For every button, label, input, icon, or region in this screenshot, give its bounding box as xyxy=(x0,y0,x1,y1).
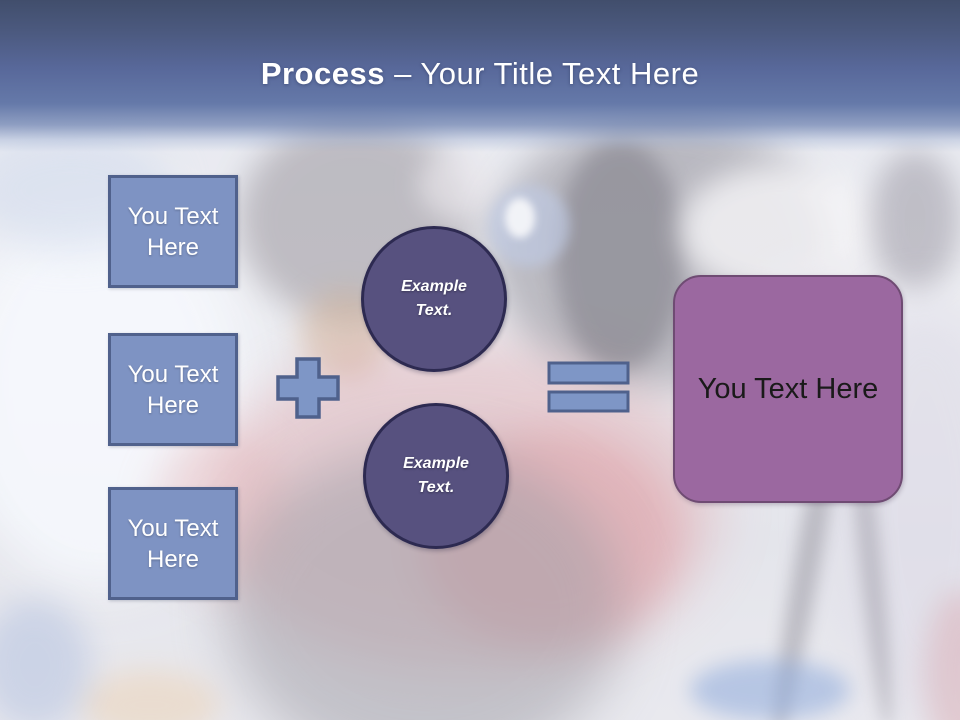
example-circle-1[interactable]: Example Text. xyxy=(361,226,507,372)
input-box-1[interactable]: You Text Here xyxy=(108,175,238,288)
title-bar: Process – Your Title Text Here xyxy=(0,0,960,152)
slide-title[interactable]: Process – Your Title Text Here xyxy=(0,56,960,92)
plus-icon xyxy=(276,357,340,419)
input-box-1-label: You Text Here xyxy=(127,202,219,261)
photo-blob-blue-handle xyxy=(690,660,850,720)
example-circle-2[interactable]: Example Text. xyxy=(363,403,509,549)
photo-blob-monitor-figure xyxy=(505,198,535,238)
equals-icon xyxy=(547,361,630,413)
input-box-2[interactable]: You Text Here xyxy=(108,333,238,446)
input-box-3[interactable]: You Text Here xyxy=(108,487,238,600)
photo-blob-viewfinder-dark xyxy=(555,140,685,370)
result-box-label: You Text Here xyxy=(697,372,879,405)
slide-title-rest: – Your Title Text Here xyxy=(394,56,700,91)
input-box-2-label: You Text Here xyxy=(127,360,219,419)
photo-blob-lens-right xyxy=(870,150,960,290)
photo-blob-warm-bottom-left xyxy=(80,670,220,720)
photo-blob-headphone-highlight xyxy=(418,150,498,220)
input-box-3-label: You Text Here xyxy=(127,514,219,573)
example-circle-2-label: Example Text. xyxy=(403,455,469,496)
result-box[interactable]: You Text Here xyxy=(673,275,903,503)
example-circle-1-label: Example Text. xyxy=(401,278,467,319)
slide-title-keyword: Process xyxy=(260,56,385,91)
photo-blob-blue-bottom-left xyxy=(0,600,90,720)
